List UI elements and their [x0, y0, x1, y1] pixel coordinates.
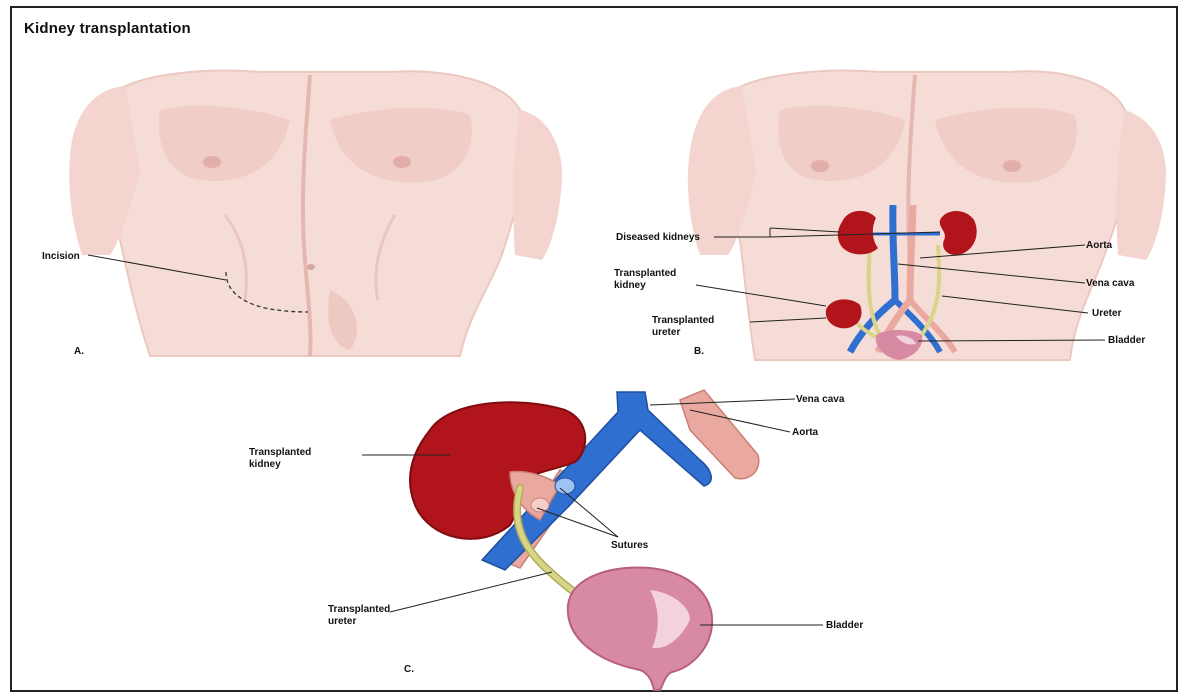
- navel-a: [307, 264, 315, 270]
- label-transplanted-kidney-b-2: kidney: [614, 280, 646, 291]
- label-incision: Incision: [42, 251, 80, 262]
- label-transplanted-ureter-b-2: ureter: [652, 327, 680, 338]
- nipple-right-a: [393, 156, 411, 168]
- torso-b-right-arm: [1116, 110, 1166, 260]
- label-sutures: Sutures: [611, 540, 649, 551]
- label-ureter-b: Ureter: [1092, 308, 1122, 319]
- panel-b: Diseased kidneys Aorta Vena cava Ureter …: [614, 71, 1166, 360]
- label-transplanted-ureter-c-2: ureter: [328, 616, 356, 627]
- label-aorta-c: Aorta: [792, 427, 819, 438]
- label-aorta-b: Aorta: [1086, 240, 1113, 251]
- nipple-left-b: [811, 160, 829, 172]
- torso-a: [69, 71, 562, 356]
- nipple-right-b: [1003, 160, 1021, 172]
- label-diseased-kidneys: Diseased kidneys: [616, 232, 700, 243]
- panel-label-b: B.: [694, 346, 704, 357]
- label-bladder-b: Bladder: [1108, 335, 1145, 346]
- label-transplanted-kidney-c-2: kidney: [249, 459, 281, 470]
- label-transplanted-kidney-c-1: Transplanted: [249, 447, 311, 458]
- label-transplanted-kidney-b-1: Transplanted: [614, 268, 676, 279]
- label-bladder-c: Bladder: [826, 620, 863, 631]
- panel-label-c: C.: [404, 664, 414, 675]
- nipple-left-a: [203, 156, 221, 168]
- label-vena-cava-c: Vena cava: [796, 394, 845, 405]
- label-vena-cava-b: Vena cava: [1086, 278, 1135, 289]
- label-transplanted-ureter-c-1: Transplanted: [328, 604, 390, 615]
- suture-site-artery: [531, 498, 549, 512]
- panel-label-a: A.: [74, 346, 84, 357]
- torso-a-right-arm: [513, 110, 562, 260]
- panel-a: Incision A.: [42, 71, 562, 357]
- panel-c: Vena cava Aorta Transplanted kidney Sutu…: [249, 390, 863, 690]
- bladder-c: [568, 567, 712, 690]
- label-transplanted-ureter-b-1: Transplanted: [652, 315, 714, 326]
